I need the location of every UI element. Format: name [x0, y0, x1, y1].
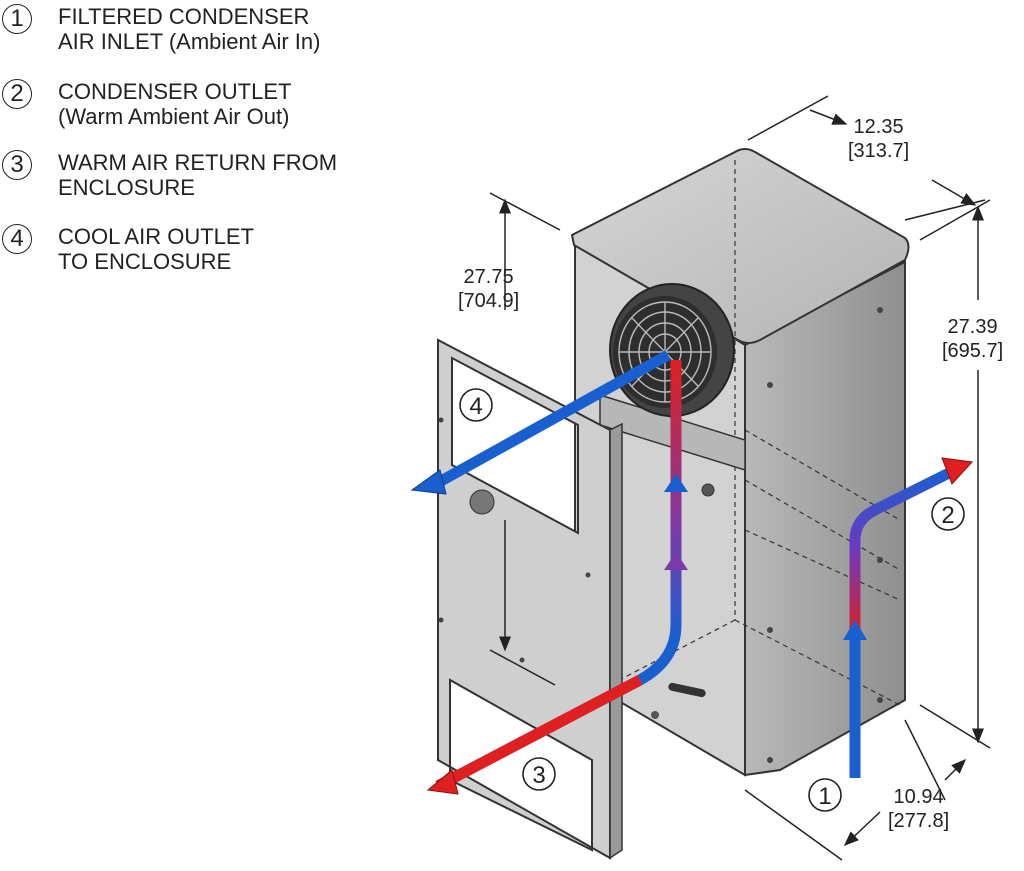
- legend-1-line1: FILTERED CONDENSER: [58, 4, 310, 29]
- dimension-depth: 12.35 [313.7]: [848, 115, 909, 163]
- legend-1-line2: AIR INLET (Ambient Air In): [58, 29, 321, 54]
- condenser-outlet-arrowhead: [941, 457, 974, 485]
- dimension-depth-metric: [313.7]: [848, 140, 910, 162]
- dimension-frame-height-metric: [704.9]: [458, 290, 520, 312]
- legend-2-line1: CONDENSER OUTLET: [58, 79, 292, 104]
- callout-1: 1: [808, 778, 842, 812]
- callout-3: 3: [522, 757, 556, 791]
- legend-4-line2: TO ENCLOSURE: [58, 249, 232, 274]
- legend-text-2: CONDENSER OUTLET (Warm Ambient Air Out): [58, 79, 291, 129]
- cool-air-outlet-arrowhead: [410, 469, 447, 495]
- front-frame: [437, 338, 623, 860]
- cabinet-top: [570, 148, 910, 344]
- dimension-lines: [489, 95, 991, 861]
- mount-hole-1: [651, 711, 659, 719]
- condenser-airflow-arrow: [849, 465, 958, 778]
- dimension-frame-height-imperial: 27.75: [463, 266, 514, 288]
- callout-1-label: 1: [818, 783, 831, 810]
- dimension-unit-height: 27.39 [695.7]: [942, 315, 1003, 363]
- legend-number-3: 3: [2, 150, 32, 180]
- dimension-unit-height-imperial: 27.39: [947, 316, 998, 338]
- dimension-frame-height: 27.75 [704.9]: [458, 265, 519, 313]
- legend-number-4: 4: [2, 224, 32, 254]
- legend-text-4: COOL AIR OUTLET TO ENCLOSURE: [58, 224, 254, 274]
- cool-air-outlet-arrow: [429, 350, 671, 491]
- warm-air-return-arrow: [435, 360, 682, 791]
- legend-3-line2: ENCLOSURE: [58, 175, 195, 200]
- callout-2-label: 2: [941, 502, 954, 529]
- callout-3-label: 3: [532, 762, 545, 789]
- callout-2: 2: [931, 497, 965, 531]
- drain-slot: [668, 682, 706, 698]
- legend-text-3: WARM AIR RETURN FROM ENCLOSURE: [58, 150, 337, 200]
- legend-3-line1: WARM AIR RETURN FROM: [58, 150, 338, 175]
- legend-number-2: 2: [2, 79, 32, 109]
- airflow-arrows: [410, 350, 974, 795]
- callout-4-label: 4: [469, 393, 482, 420]
- side-panel-holes: [767, 307, 883, 763]
- legend-4-line1: COOL AIR OUTLET: [58, 224, 255, 249]
- legend-2-line2: (Warm Ambient Air Out): [58, 104, 290, 129]
- cable-hole: [701, 483, 715, 497]
- frame-hole: [469, 489, 495, 515]
- legend-text-1: FILTERED CONDENSER AIR INLET (Ambient Ai…: [58, 4, 320, 54]
- legend-number-1: 1: [2, 4, 32, 34]
- dimension-width: 10.94 [277.8]: [888, 785, 949, 833]
- callout-4: 4: [459, 388, 493, 422]
- dimension-depth-imperial: 12.35: [853, 116, 904, 138]
- dimension-width-imperial: 10.94: [893, 786, 944, 808]
- dimension-width-metric: [277.8]: [888, 810, 950, 832]
- dimension-unit-height-metric: [695.7]: [942, 340, 1004, 362]
